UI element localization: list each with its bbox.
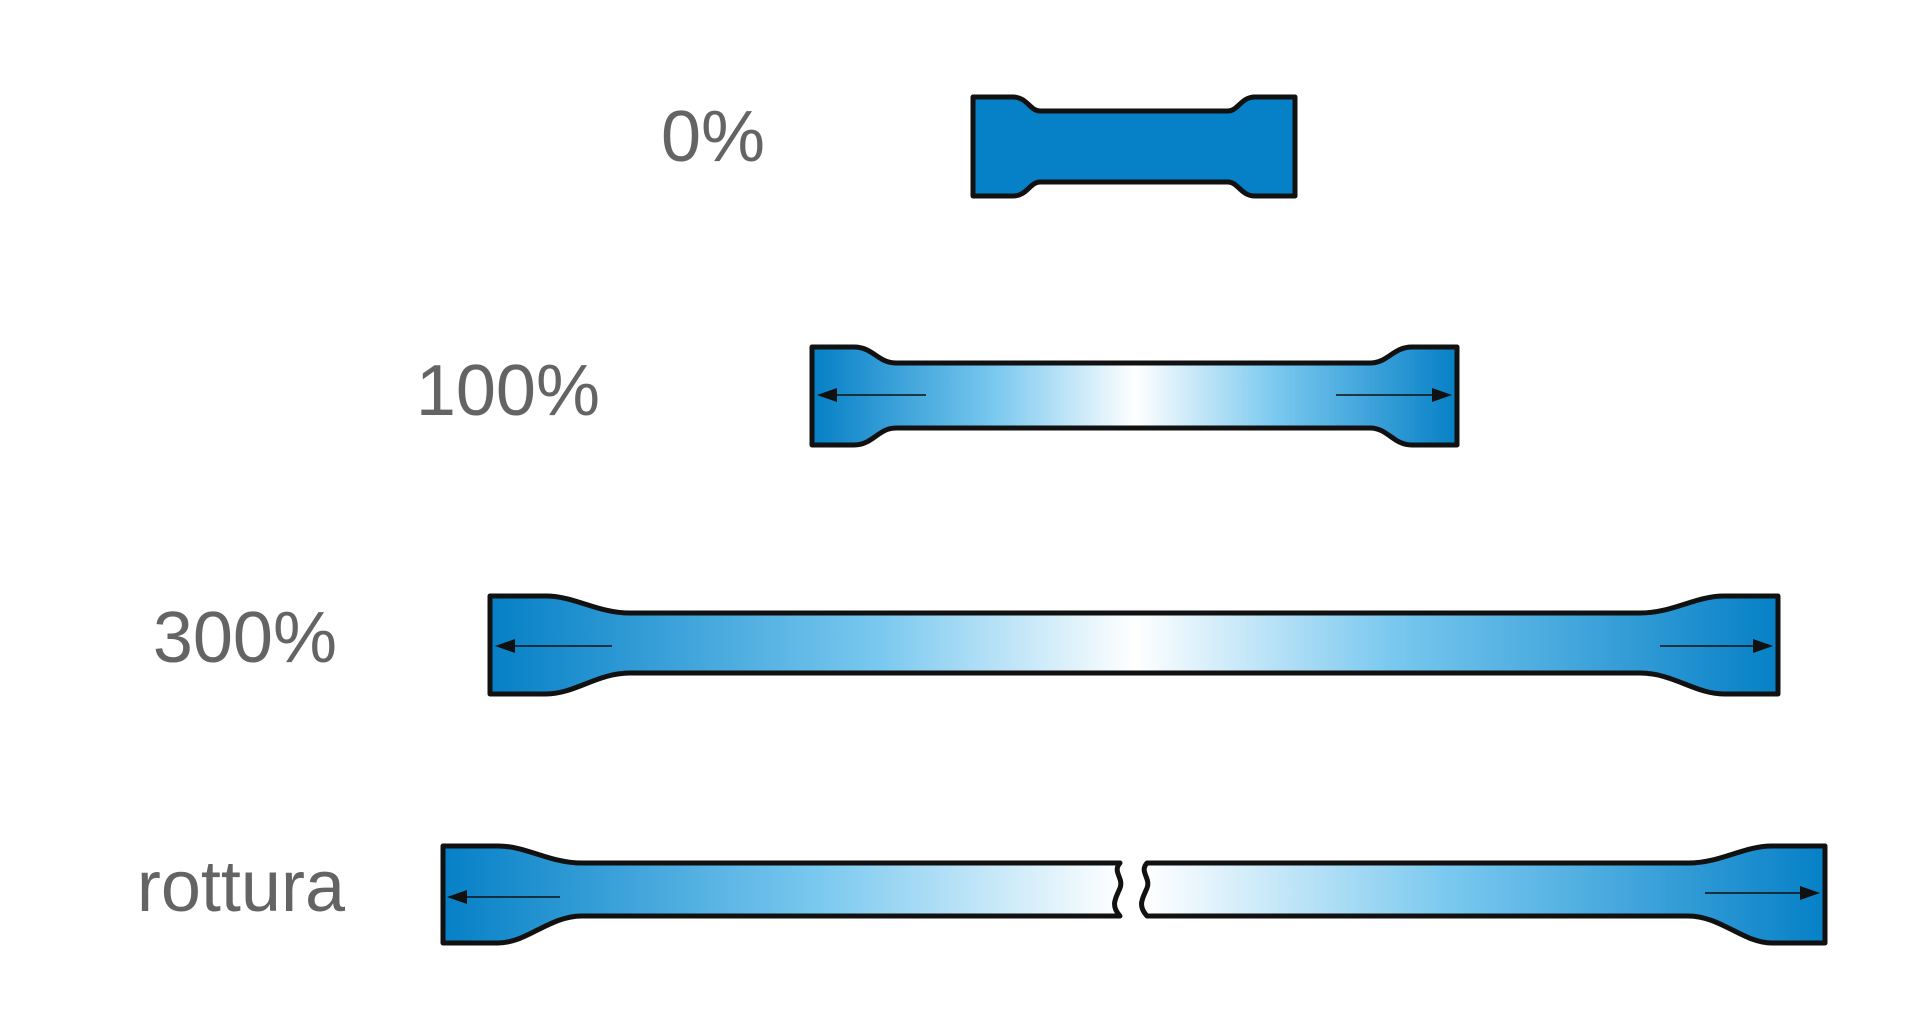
stage-label-100-percent: 100%: [415, 351, 600, 431]
arrow-right-icon: [1660, 639, 1773, 653]
arrow-right-icon: [1705, 886, 1820, 900]
specimen-rottura-left: [440, 843, 1124, 946]
arrow-left-icon: [817, 388, 926, 402]
specimen-rottura-right: [1139, 843, 1828, 946]
specimen-300-percent: [487, 593, 1781, 697]
stage-label-0-percent: 0%: [660, 97, 765, 177]
stage-label-rottura: rottura: [136, 847, 345, 927]
stage-label-300-percent: 300%: [152, 598, 337, 678]
arrow-left-icon: [447, 890, 560, 904]
arrow-left-icon: [495, 639, 612, 653]
specimen-0-percent: [970, 94, 1298, 199]
arrow-right-icon: [1336, 388, 1452, 402]
specimen-100-percent: [809, 344, 1460, 448]
